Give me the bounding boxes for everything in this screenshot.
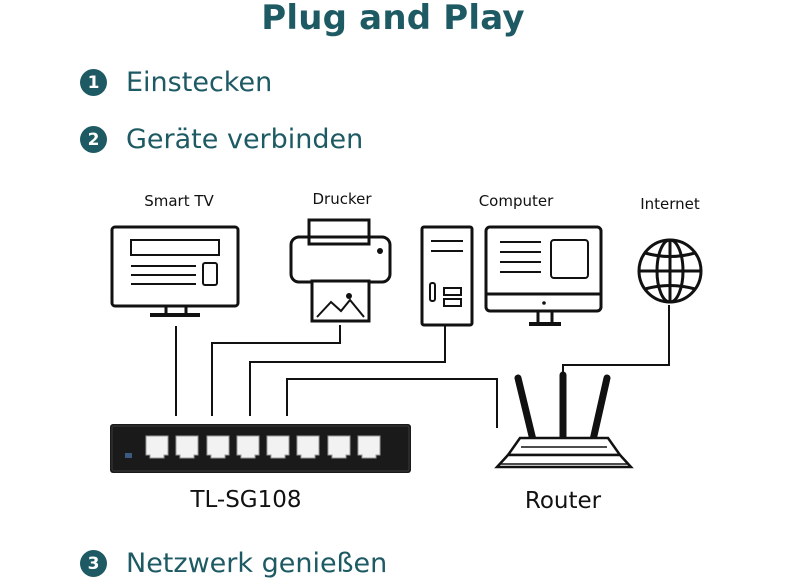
internet-label: Internet	[640, 195, 700, 213]
step-label: Geräte verbinden	[126, 124, 364, 155]
step-3: 3 Netzwerk genießen	[80, 548, 387, 579]
step-2: 2 Geräte verbinden	[80, 124, 363, 155]
tv-icon	[110, 225, 240, 317]
switch-ports	[145, 435, 381, 459]
printer-icon	[289, 218, 392, 323]
tv-label: Smart TV	[144, 192, 214, 210]
switch-device	[110, 424, 411, 473]
step-number-badge: 1	[80, 69, 107, 96]
monitor-icon	[484, 225, 603, 326]
globe-icon	[637, 238, 703, 304]
switch-label: TL-SG108	[189, 487, 301, 513]
computer-label: Computer	[479, 192, 554, 210]
step-label: Netzwerk genießen	[126, 548, 388, 579]
router-icon	[494, 371, 634, 469]
step-number-badge: 3	[80, 550, 107, 577]
step-1: 1 Einstecken	[80, 67, 272, 98]
step-number-badge: 2	[80, 126, 107, 153]
router-label: Router	[525, 488, 602, 514]
printer-label: Drucker	[312, 190, 372, 208]
step-label: Einstecken	[126, 67, 273, 98]
page-title: Plug and Play	[261, 0, 525, 38]
computer-tower-icon	[420, 225, 474, 327]
